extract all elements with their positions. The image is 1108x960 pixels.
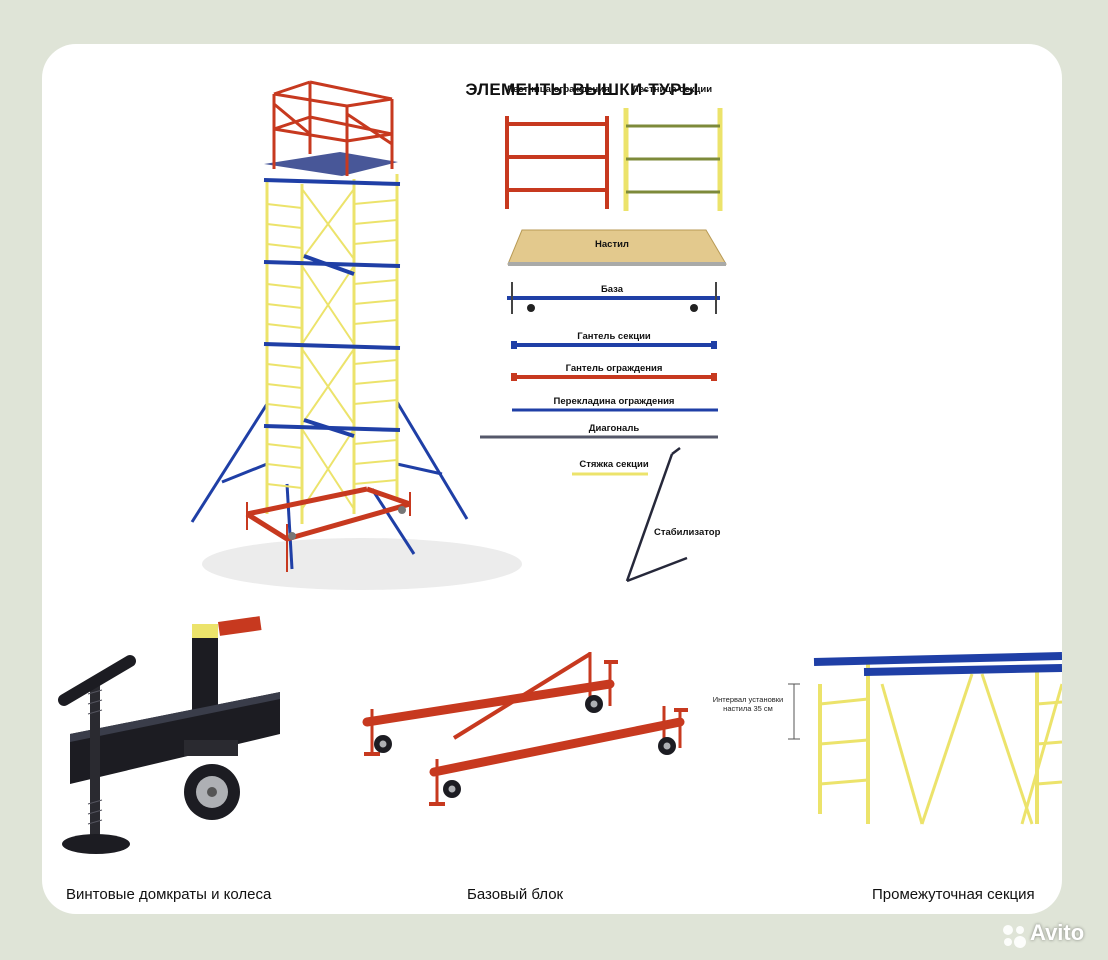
section-dumbbell-part: Гантель секции <box>511 331 717 349</box>
section-dumbbell-label: Гантель секции <box>577 331 651 342</box>
section-tie-label: Стяжка секции <box>579 459 648 470</box>
interval-note: Интервал установки настила 35 см <box>712 696 784 713</box>
base-block-caption: Базовый блок <box>467 886 564 903</box>
avito-wordmark: Avito <box>1030 920 1085 945</box>
jacks-caption: Винтовые домкраты и колеса <box>66 886 272 903</box>
deck-label: Настил <box>595 239 629 250</box>
diagonal-part: Диагональ <box>480 423 718 439</box>
diagram-canvas: Лестница ограждения Лестница секции Наст… <box>58 80 1062 903</box>
intermediate-section-illustration: Интервал установки настила 35 см <box>712 652 1062 825</box>
base-label: База <box>601 284 624 295</box>
guard-ladder-part: Лестница ограждения <box>505 84 610 209</box>
intermediate-caption: Промежуточная секция <box>872 886 1035 903</box>
base-part: База <box>507 282 720 314</box>
section-ladder-part: Лестница секции <box>623 84 723 211</box>
tower-illustration <box>190 80 522 590</box>
section-tie-part: Стяжка секции <box>572 459 649 476</box>
guard-dumbbell-part: Гантель ограждения <box>511 363 717 381</box>
diagram-title: ЭЛЕМЕНТЫ ВЫШКИ-ТУРЫ <box>465 80 699 99</box>
guard-crossbar-part: Перекладина ограждения <box>512 396 718 412</box>
guard-dumbbell-label: Гантель ограждения <box>566 363 663 374</box>
avito-watermark: Avito <box>1000 918 1100 950</box>
avito-logo-icon <box>1003 925 1026 948</box>
guard-ladder-label: Лестница ограждения <box>506 84 609 95</box>
stabilizer-label: Стабилизатор <box>654 527 721 538</box>
jacks-illustration <box>58 616 280 854</box>
guard-crossbar-label: Перекладина ограждения <box>554 396 675 407</box>
section-ladder-label: Лестница секции <box>632 84 712 95</box>
diagram-card: Лестница ограждения Лестница секции Наст… <box>42 44 1062 914</box>
base-block-illustration <box>362 652 688 806</box>
stabilizer-part: Стабилизатор <box>625 447 721 583</box>
diagonal-label: Диагональ <box>589 423 640 434</box>
deck-part: Настил <box>507 229 727 266</box>
